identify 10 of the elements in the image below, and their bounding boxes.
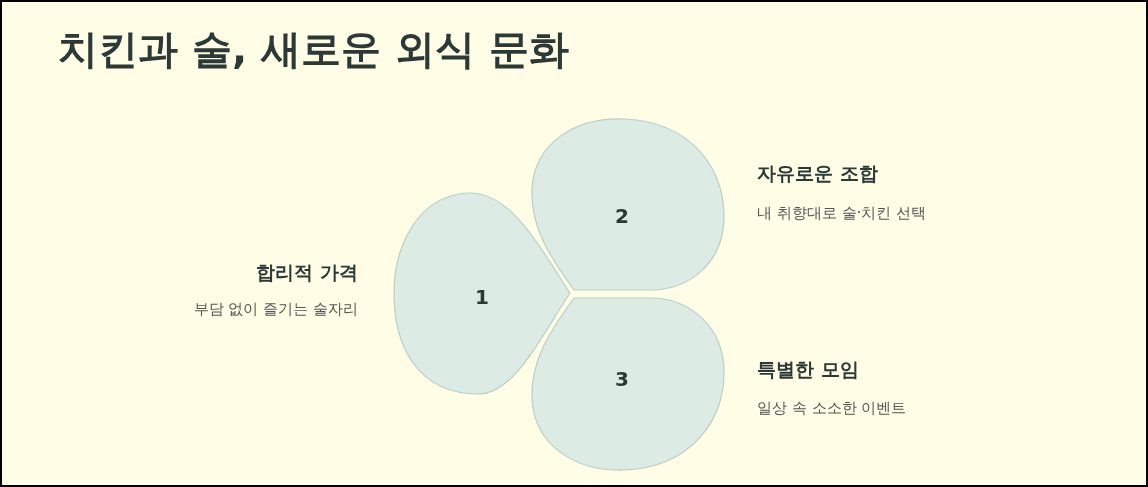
item-heading: 특별한 모임 <box>757 357 859 382</box>
item-heading: 자유로운 조합 <box>757 161 878 186</box>
step-number: 1 <box>475 285 489 309</box>
step-number: 3 <box>615 367 629 391</box>
item-heading: 합리적 가격 <box>256 260 358 285</box>
item-description: 부담 없이 즐기는 술자리 <box>193 300 358 319</box>
item-description: 일상 속 소소한 이벤트 <box>757 399 907 418</box>
item-description: 내 취향대로 술·치킨 선택 <box>757 204 927 223</box>
page-title: 치킨과 술, 새로운 외식 문화 <box>58 25 569 74</box>
step-number: 2 <box>615 204 629 228</box>
